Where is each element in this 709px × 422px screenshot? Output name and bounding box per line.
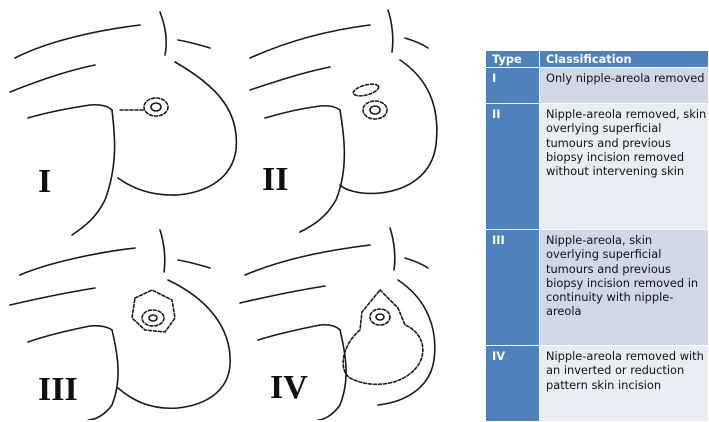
table-row: II Nipple-areola removed, skin overlying…: [486, 104, 709, 230]
label-type-iii: III: [38, 371, 78, 408]
label-type-i: I: [38, 163, 51, 200]
label-type-ii: II: [262, 161, 288, 198]
row-classification: Nipple-areola removed with an inverted o…: [540, 346, 709, 422]
row-type: II: [486, 104, 540, 230]
header-classification: Classification: [540, 51, 709, 68]
table-row: IV Nipple-areola removed with an inverte…: [486, 346, 709, 422]
table-header-row: Type Classification: [486, 51, 709, 68]
label-type-iv: IV: [270, 369, 308, 406]
table-row: III Nipple-areola, skin overlying superf…: [486, 230, 709, 346]
row-type: III: [486, 230, 540, 346]
table-row: I Only nipple-areola removed: [486, 68, 709, 104]
classification-table: Type Classification I Only nipple-areola…: [485, 50, 709, 422]
row-type: IV: [486, 346, 540, 422]
panel-type-ii: [250, 10, 437, 232]
incision-type-illustrations: I II III: [0, 0, 440, 420]
header-type: Type: [486, 51, 540, 68]
row-classification: Nipple-areola removed, skin overlying su…: [540, 104, 709, 230]
row-type: I: [486, 68, 540, 104]
row-classification: Nipple-areola, skin overlying superficia…: [540, 230, 709, 346]
row-classification: Only nipple-areola removed: [540, 68, 709, 104]
panel-type-i: [10, 12, 236, 235]
